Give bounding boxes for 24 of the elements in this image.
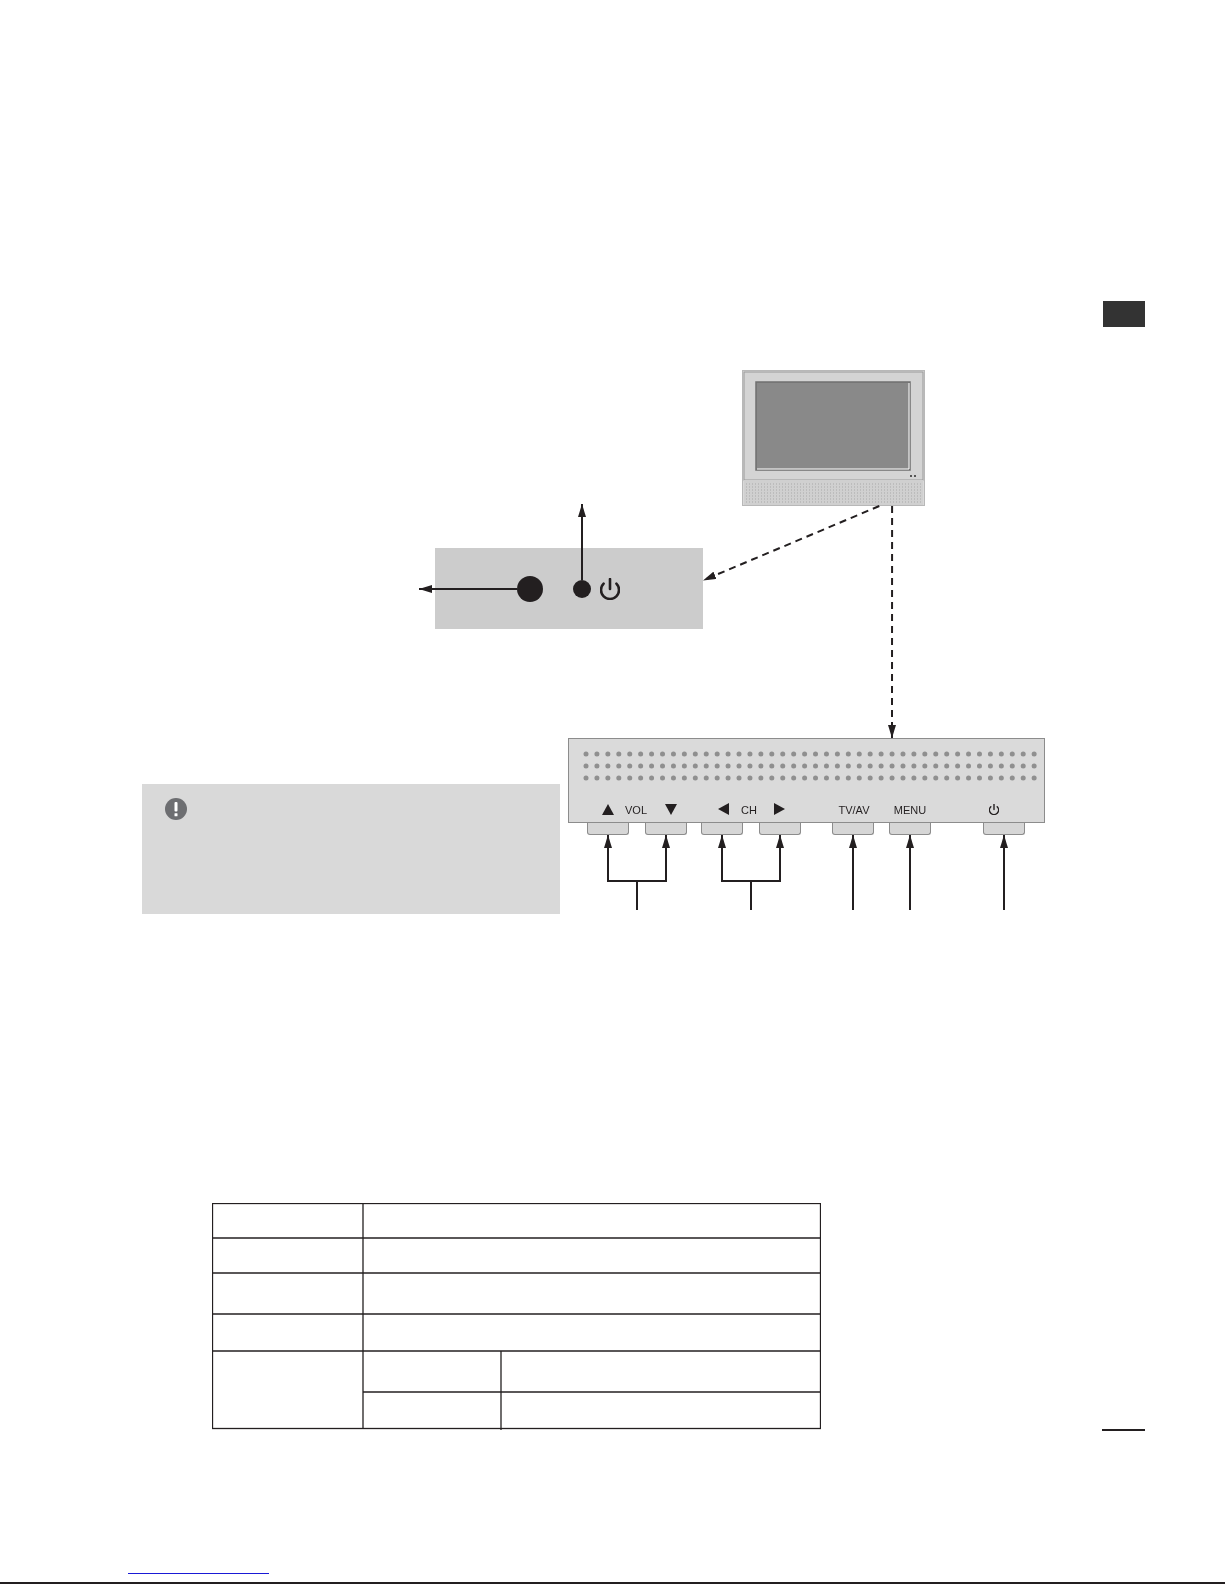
button-label: VOL xyxy=(625,804,647,816)
leader-arrow xyxy=(1000,834,1008,911)
button-panel xyxy=(568,738,1045,823)
note-box xyxy=(142,784,560,914)
button-label: CH xyxy=(741,804,757,816)
side-panel xyxy=(435,548,703,629)
leader-arrow xyxy=(849,834,857,911)
leader-arrow xyxy=(578,503,586,581)
panel-button xyxy=(701,823,743,835)
button-label: TV/AV xyxy=(838,804,870,816)
panel-button xyxy=(759,823,801,835)
leader-arrow xyxy=(906,834,914,911)
panel-button xyxy=(983,823,1025,835)
panel-button xyxy=(832,823,874,835)
dashed-arrow xyxy=(702,505,881,582)
panel-button xyxy=(645,823,687,835)
tv-drawing xyxy=(742,370,925,506)
dashed-arrow xyxy=(888,505,896,739)
button-label: MENU xyxy=(893,804,927,816)
panel-button xyxy=(587,823,629,835)
leader-arrow xyxy=(750,834,784,911)
panel-button xyxy=(889,823,931,835)
leader-arrow xyxy=(418,585,518,593)
leader-arrow xyxy=(636,834,670,911)
